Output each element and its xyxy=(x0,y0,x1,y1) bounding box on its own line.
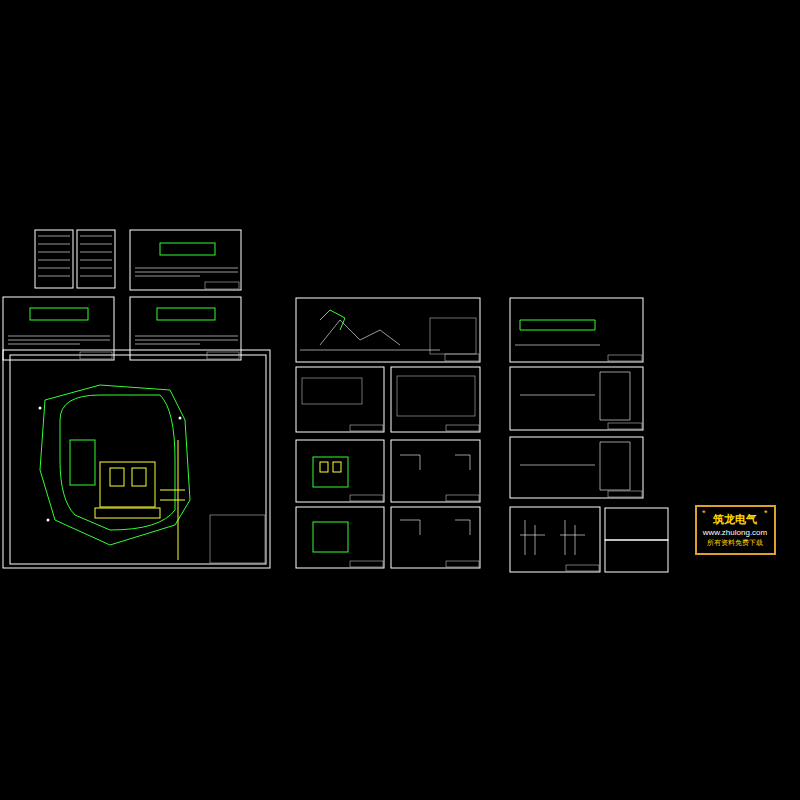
wiring-diagram xyxy=(520,520,585,555)
detail-sheet xyxy=(391,507,480,568)
watermark-text: 筑龙电气 xyxy=(701,513,770,527)
watermark-text: www.zhulong.com xyxy=(701,527,770,538)
title-block xyxy=(608,423,642,429)
data-table xyxy=(430,318,476,354)
sheet-group xyxy=(3,230,668,572)
profile-line xyxy=(300,320,440,350)
title-block xyxy=(350,495,383,501)
note-text-lines xyxy=(135,336,238,344)
title-block xyxy=(205,282,239,289)
elevation-sheet xyxy=(510,367,643,430)
plan-sheet xyxy=(296,507,384,568)
coordinate-mark xyxy=(47,519,50,522)
elevation-feature xyxy=(520,320,595,330)
title-block xyxy=(446,495,479,501)
title-block xyxy=(350,561,383,567)
building-section xyxy=(157,308,215,320)
elevation-sheet xyxy=(510,298,643,362)
green-features xyxy=(30,243,595,552)
title-block xyxy=(210,515,265,563)
table-rows xyxy=(38,236,112,276)
note-text-lines xyxy=(135,268,238,276)
building-section xyxy=(160,243,215,255)
note-text-lines xyxy=(8,336,110,344)
star-mark: * xyxy=(702,508,706,518)
table-sheet xyxy=(605,508,668,540)
title-block xyxy=(350,425,383,431)
site-plan-sheet xyxy=(3,350,270,568)
inner-frame xyxy=(10,355,266,564)
title-block xyxy=(608,355,642,361)
building-section xyxy=(30,308,88,320)
elevation-lines xyxy=(515,345,630,490)
note-lines xyxy=(8,236,630,555)
watermark-box: 筑龙电气www.zhulong.com所有资料免费下载 xyxy=(695,505,776,555)
transformer xyxy=(110,468,124,486)
watermark-text: 所有资料免费下载 xyxy=(701,538,770,548)
building-outline xyxy=(95,508,160,518)
title-blocks xyxy=(80,282,642,571)
title-block xyxy=(566,565,599,571)
section-sheet xyxy=(130,230,241,290)
substation-area xyxy=(100,462,155,507)
title-block xyxy=(446,561,479,567)
site-road xyxy=(60,395,175,530)
data-table xyxy=(302,378,362,404)
profile-feature xyxy=(320,310,345,330)
green-area xyxy=(70,440,95,485)
transformer xyxy=(333,462,341,472)
table-sheet xyxy=(391,367,480,432)
star-mark: * xyxy=(764,508,768,518)
title-block xyxy=(608,491,642,497)
yellow-features xyxy=(95,440,341,560)
table-sheet xyxy=(77,230,115,288)
section-sheet xyxy=(3,297,114,360)
detail-sheet xyxy=(391,440,480,502)
profile-sheet xyxy=(296,298,480,362)
plan-sheet xyxy=(296,440,384,502)
data-table xyxy=(397,376,475,416)
dots xyxy=(39,407,182,522)
coordinate-mark xyxy=(39,407,42,410)
site-boundary xyxy=(40,385,190,545)
equipment-plan xyxy=(313,522,348,552)
equipment-plan xyxy=(313,457,348,487)
title-block xyxy=(446,425,479,431)
cable-route xyxy=(160,440,185,560)
coordinate-mark xyxy=(179,417,182,420)
transformer xyxy=(320,462,328,472)
table-sheet xyxy=(35,230,73,288)
title-block xyxy=(80,352,112,359)
table-sheet xyxy=(296,367,384,432)
detail-lines xyxy=(400,455,470,535)
section-sheet xyxy=(130,297,241,360)
title-block xyxy=(207,352,239,359)
transformer xyxy=(132,468,146,486)
diagram-sheet xyxy=(510,507,600,572)
elevation-sheet xyxy=(510,437,643,498)
title-block xyxy=(445,354,479,361)
table-sheet xyxy=(605,540,668,572)
